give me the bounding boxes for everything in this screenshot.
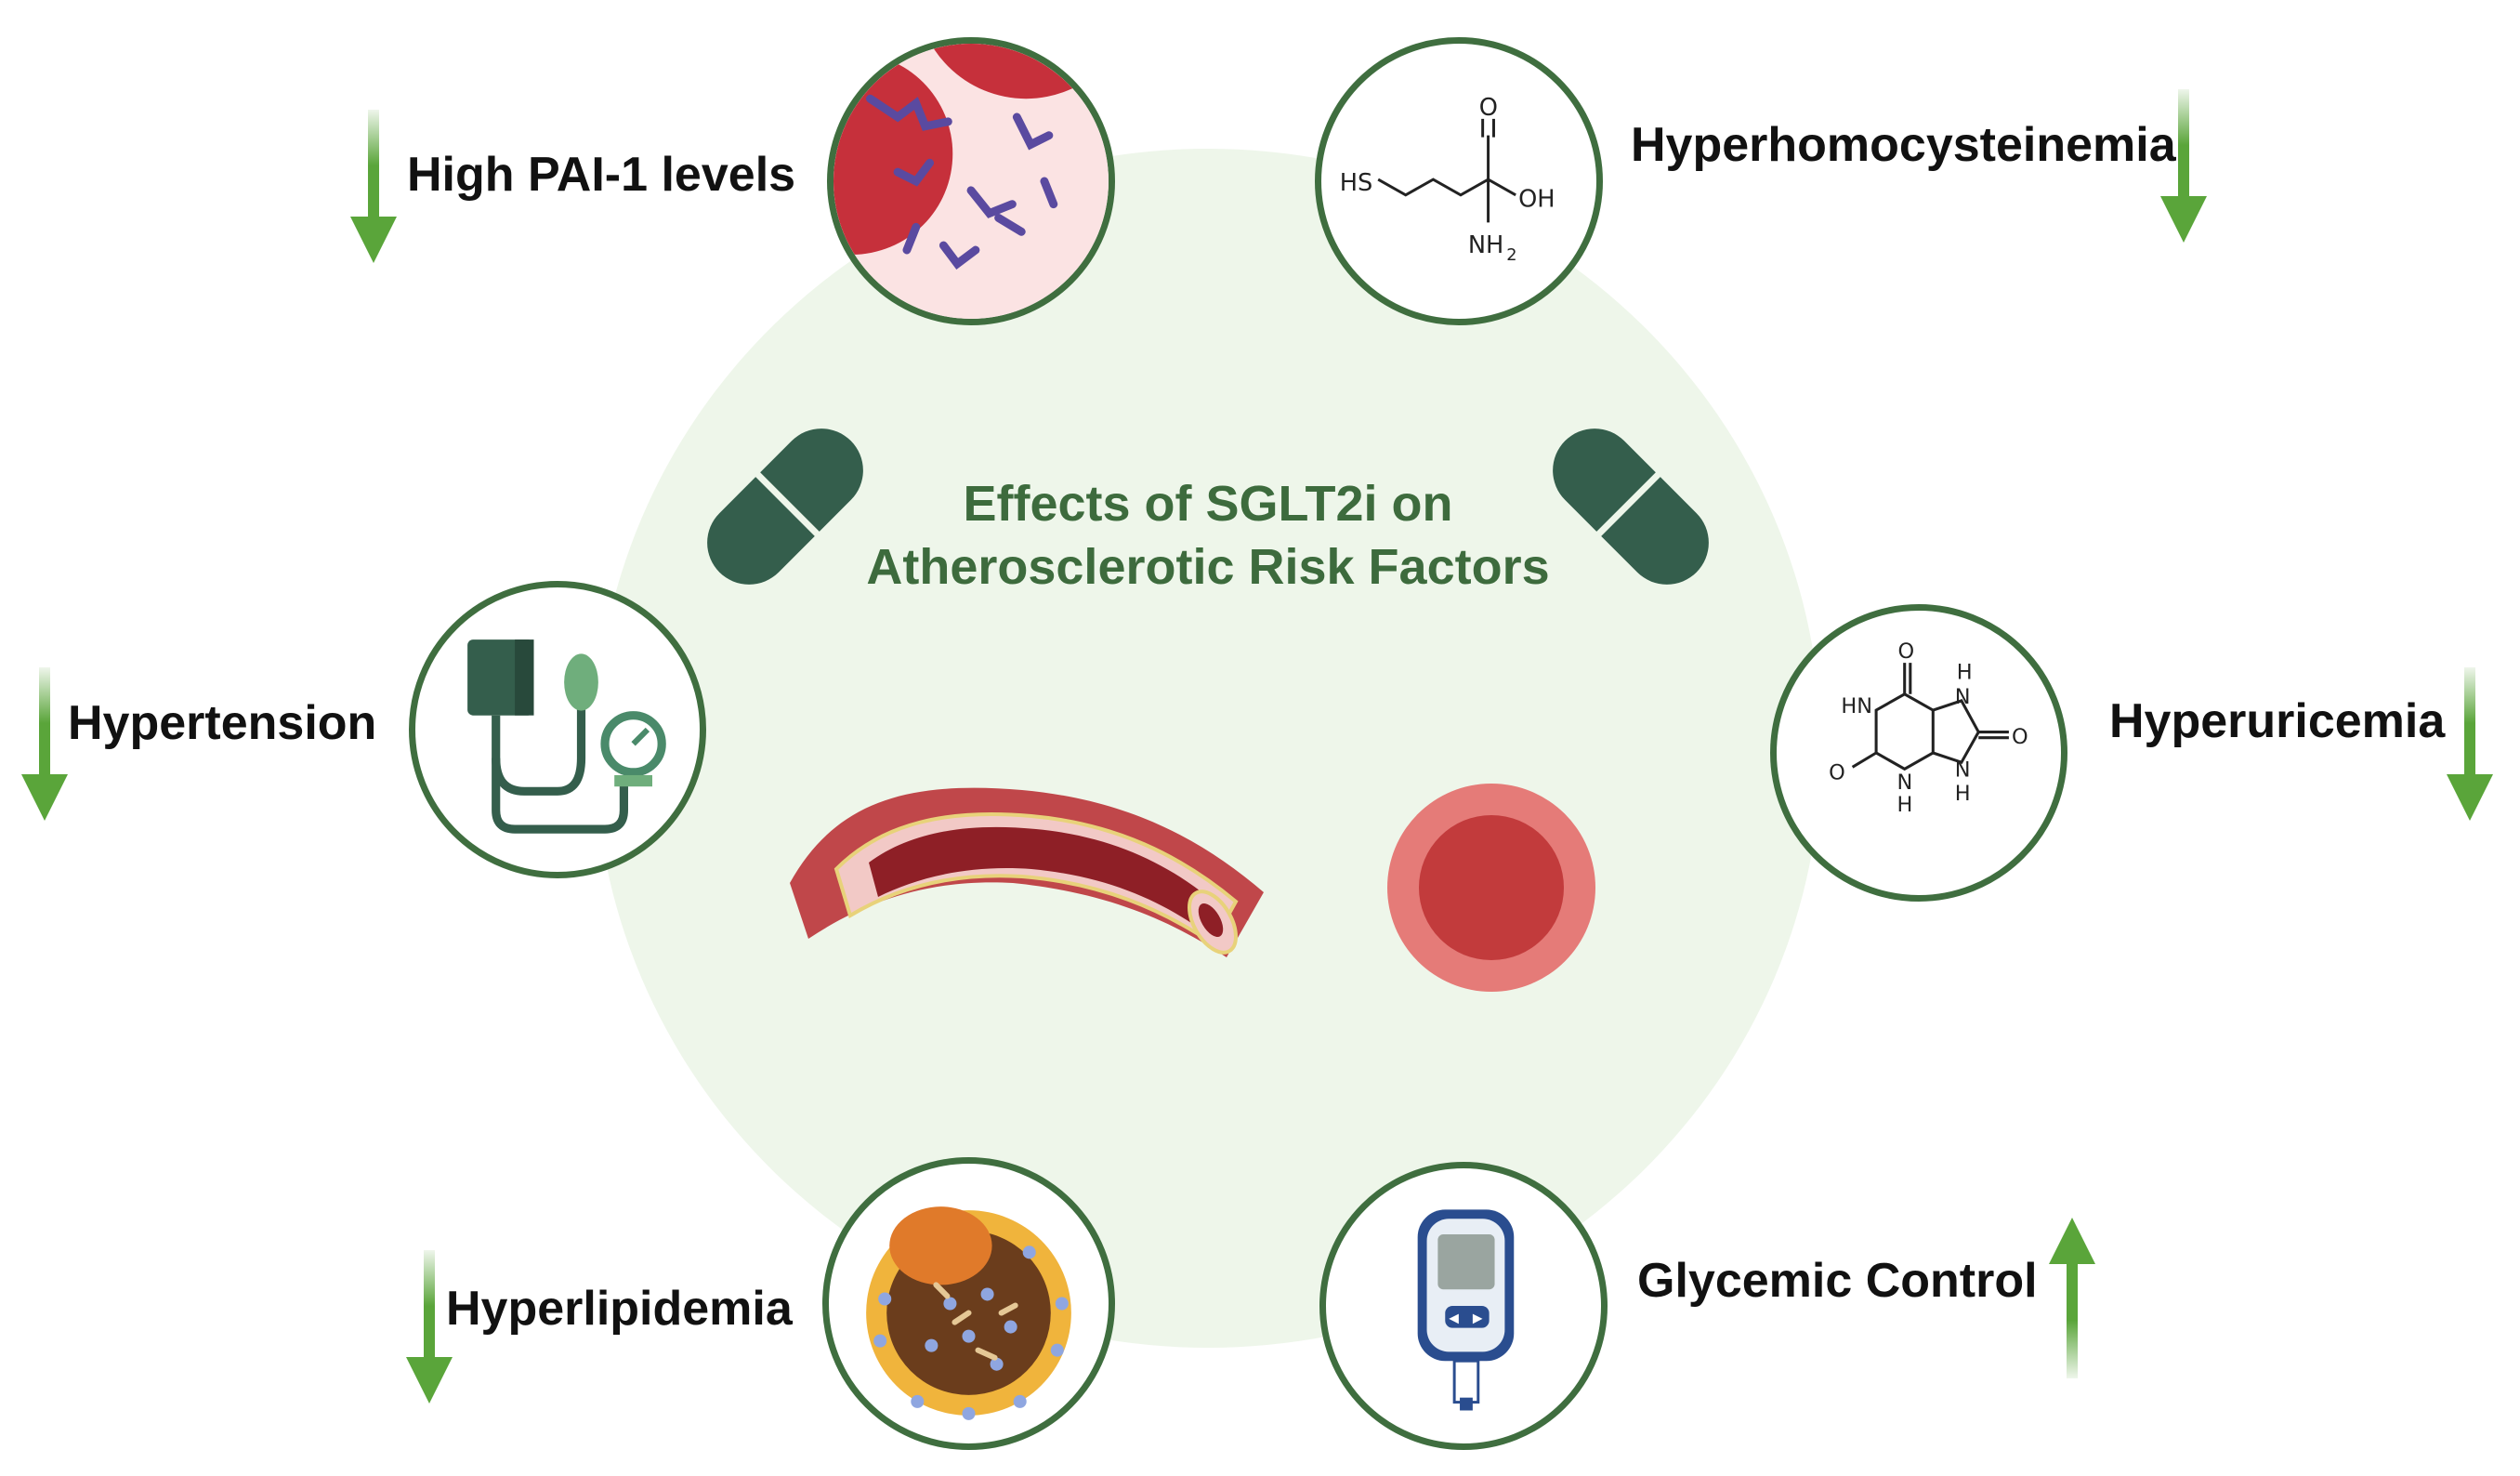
blood-pressure-monitor-icon <box>467 639 666 834</box>
red-blood-cell-icon <box>1387 784 1595 992</box>
uric-h-left-label: H <box>1897 793 1913 817</box>
uric-o-top-label: O <box>1898 639 1915 664</box>
uric-o-left-label: O <box>1829 761 1845 785</box>
meter-button-right: ▶ <box>1473 1311 1483 1326</box>
node-hyperuricemia: HN H N O O N H N H O <box>1770 604 2067 902</box>
uric-n-left-label: N <box>1897 771 1913 795</box>
blood-vessel-icon <box>790 787 1264 957</box>
uric-acid-molecule-icon: HN H N O O N H N H O <box>1829 639 2028 817</box>
homocysteine-o-label: O <box>1479 94 1498 122</box>
homocysteine-molecule-icon: HS O OH NH 2 <box>1340 94 1555 265</box>
meter-button-left: ◀ <box>1449 1311 1459 1326</box>
homocysteine-nh-label: NH <box>1468 231 1503 259</box>
arrow-down-homocysteine-icon <box>2160 89 2207 243</box>
arrow-down-hyperuricemia-icon <box>2447 667 2493 821</box>
node-homocysteine: HS O OH NH 2 <box>1315 37 1603 325</box>
uric-h-top-label: H <box>1957 660 1973 684</box>
label-hypertension: Hypertension <box>68 696 377 750</box>
node-glycemic: ◀ ▶ <box>1319 1162 1608 1450</box>
node-pai1 <box>827 37 1115 325</box>
node-hypertension <box>409 581 706 878</box>
glucose-meter-icon: ◀ ▶ <box>1417 1209 1515 1411</box>
title-line-2: Atherosclerotic Risk Factors <box>866 539 1550 595</box>
pill-left-icon <box>707 428 863 585</box>
center-background-disc <box>595 149 1821 1348</box>
clot-fibrin-icon <box>833 44 1109 319</box>
lipoprotein-icon <box>866 1206 1071 1420</box>
diagram-title: Effects of SGLT2i on Atherosclerotic Ris… <box>743 472 1673 599</box>
arrow-down-pai1-icon <box>350 110 397 263</box>
label-hyperlipidemia: Hyperlipidemia <box>446 1282 793 1336</box>
homocysteine-nh-subscript: 2 <box>1506 246 1516 265</box>
label-high-pai1: High PAI-1 levels <box>407 148 796 202</box>
pill-right-icon <box>1553 428 1709 585</box>
uric-h-bottom-label: H <box>1955 782 1971 806</box>
uric-hn-label: HN <box>1841 694 1872 718</box>
node-hyperlipidemia <box>822 1157 1115 1450</box>
label-hyperuricemia: Hyperuricemia <box>2109 694 2446 748</box>
title-line-1: Effects of SGLT2i on <box>963 476 1453 532</box>
uric-n-bottom-label: N <box>1955 758 1971 783</box>
arrow-down-hypertension-icon <box>21 667 68 821</box>
label-glycemic-control: Glycemic Control <box>1637 1254 2038 1308</box>
uric-o-right-label: O <box>2012 725 2028 749</box>
arrow-up-glycemic-icon <box>2049 1218 2095 1378</box>
label-hyperhomocysteinemia: Hyperhomocysteinemia <box>1631 118 2176 172</box>
homocysteine-sh-label: HS <box>1340 169 1373 197</box>
arrow-down-hyperlipidemia-icon <box>406 1250 453 1404</box>
homocysteine-oh-label: OH <box>1518 186 1555 214</box>
uric-n-top-label: N <box>1955 685 1971 709</box>
